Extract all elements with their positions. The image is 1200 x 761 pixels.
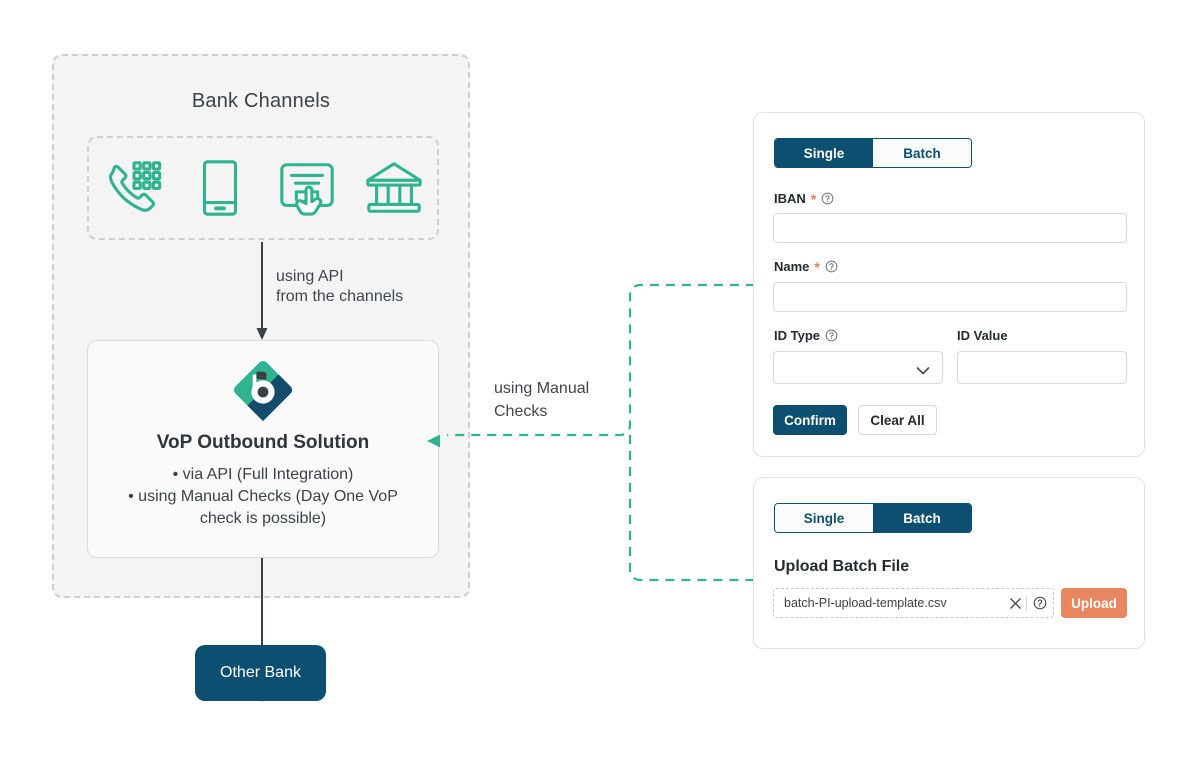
name-label-text: Name	[774, 259, 810, 274]
id-type-help-icon[interactable]	[825, 329, 838, 342]
id-value-label: ID Value	[957, 328, 1008, 343]
id-type-select[interactable]	[773, 351, 943, 384]
api-flow-arrow	[254, 242, 270, 347]
manual-checks-connector	[425, 275, 765, 600]
name-help-icon[interactable]	[825, 260, 838, 273]
phone-keypad-icon	[102, 157, 164, 219]
api-flow-label: using API from the channels	[276, 268, 404, 305]
single-check-card: Single Batch IBAN * Name * ID Type	[753, 112, 1145, 457]
id-value-label-text: ID Value	[957, 328, 1008, 343]
online-form-click-icon	[276, 157, 338, 219]
iban-label: IBAN *	[774, 191, 834, 206]
vop-bullet-1: • via API (Full Integration)	[172, 466, 354, 483]
batch-single-toggle[interactable]: Single Batch	[774, 503, 972, 533]
vop-outbound-solution-box: VoP Outbound Solution • via API (Full In…	[87, 340, 439, 558]
vop-bullets: • via API (Full Integration) • using Man…	[102, 464, 424, 530]
id-value-input[interactable]	[957, 351, 1127, 384]
tab-batch-batchcard[interactable]: Batch	[873, 504, 971, 532]
vop-bullet-2: • using Manual Checks (Day One VoP	[128, 488, 398, 505]
confirm-button[interactable]: Confirm	[773, 405, 847, 435]
iban-help-icon[interactable]	[821, 192, 834, 205]
name-label: Name *	[774, 259, 838, 274]
single-batch-toggle[interactable]: Single Batch	[774, 138, 972, 168]
vop-title: VoP Outbound Solution	[156, 432, 370, 453]
name-input[interactable]	[773, 282, 1127, 312]
file-dropzone[interactable]: batch-PI-upload-template.csv	[773, 588, 1054, 618]
upload-batch-file-heading: Upload Batch File	[774, 558, 910, 575]
iban-input[interactable]	[773, 213, 1127, 243]
iban-label-text: IBAN	[774, 191, 806, 206]
selected-file-name: batch-PI-upload-template.csv	[784, 596, 947, 610]
manual-checks-label: using Manual Checks	[494, 380, 590, 420]
upload-button[interactable]: Upload	[1061, 588, 1127, 618]
tab-single-batchcard[interactable]: Single	[775, 504, 873, 532]
mobile-phone-icon	[189, 157, 251, 219]
bank-channels-title: Bank Channels	[191, 90, 331, 112]
vop-bullet-3: check is possible)	[199, 510, 327, 527]
vop-brand-logo	[88, 359, 438, 426]
upload-help-icon[interactable]	[1027, 596, 1053, 610]
divider	[1026, 595, 1027, 611]
clear-file-icon[interactable]	[1004, 597, 1026, 610]
name-required-marker: *	[814, 258, 820, 275]
bank-building-icon	[363, 157, 425, 219]
bank-channels-region: Bank Channels	[52, 54, 470, 702]
tab-batch[interactable]: Batch	[873, 139, 971, 167]
id-type-label-text: ID Type	[774, 328, 820, 343]
clear-all-button[interactable]: Clear All	[858, 405, 937, 435]
batch-upload-card: Single Batch Upload Batch File batch-PI-…	[753, 477, 1145, 649]
iban-required-marker: *	[810, 190, 817, 207]
id-type-label: ID Type	[774, 328, 838, 343]
channel-icons-box	[87, 136, 439, 240]
other-bank-node: Other Bank	[195, 645, 326, 701]
tab-single[interactable]: Single	[775, 139, 873, 167]
chevron-down-icon	[916, 363, 930, 381]
